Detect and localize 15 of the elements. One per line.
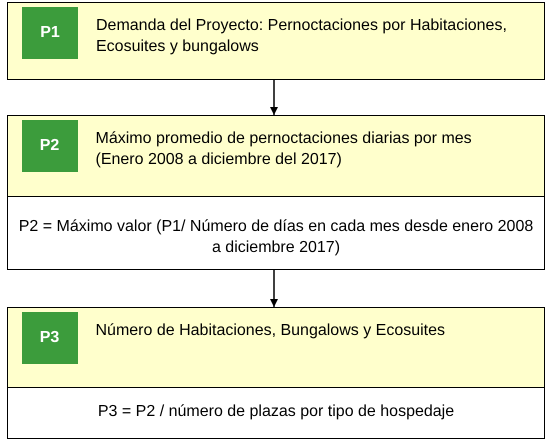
formula-text: P3 = P2 / número de plazas por tipo de hospedaje (96, 402, 456, 422)
step-title: Demanda del Proyecto: Pernoctaciones por Habitaciones, Ecosuites y bungalows (96, 16, 508, 57)
step-title: Número de Habitaciones, Bungalows y Ecosuites (96, 320, 446, 340)
step-tag: P2 (22, 120, 78, 172)
process-box (7, 307, 545, 439)
arrow (270, 80, 278, 115)
header-box (6, 306, 544, 388)
header-box (7, 2, 545, 80)
arrow (270, 270, 278, 307)
formula-text: P2 = Máximo valor (P1/ Número de días en cada mes desde enero 2008 a diciembre 2017) (18, 217, 534, 258)
header-box (6, 114, 544, 196)
step-tag: P3 (22, 312, 78, 364)
process-box (7, 115, 545, 270)
step-tag: P1 (22, 7, 78, 59)
step-title: Máximo promedio de pernoctaciones diarias por mes (Enero 2008 a diciembre del 2017) (96, 128, 473, 170)
